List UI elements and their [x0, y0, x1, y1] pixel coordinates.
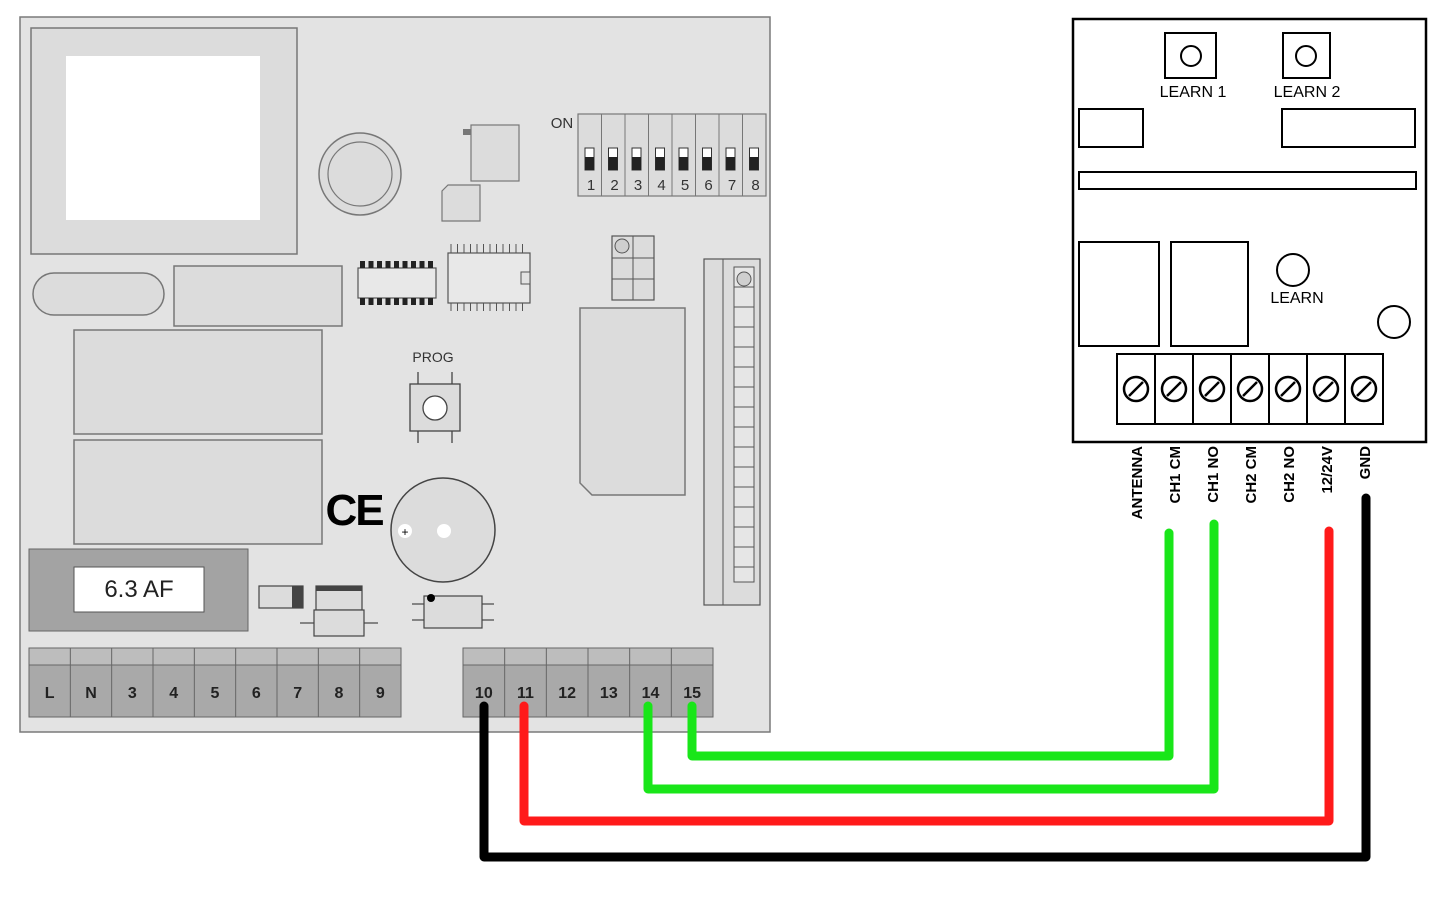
receiver-terminal-block — [1116, 353, 1384, 425]
receiver-led — [1377, 305, 1411, 339]
wire-ch1-cm — [687, 528, 1174, 761]
wire-gnd — [479, 493, 1371, 862]
dip-on-label: ON — [551, 115, 574, 132]
optocoupler — [412, 594, 494, 629]
terminal-label: 8 — [335, 685, 344, 702]
receiver-module: LEARN 1 LEARN 2 LEARN — [1071, 17, 1428, 444]
terminal-label: 12 — [558, 685, 576, 702]
learn2-button[interactable] — [1282, 32, 1331, 79]
fuse-holder: 6.3 AF — [28, 548, 249, 632]
learn-label: LEARN — [1270, 290, 1323, 307]
learn1-label: LEARN 1 — [1160, 84, 1227, 101]
learn2-label: LEARN 2 — [1274, 84, 1341, 101]
rect-component — [173, 265, 343, 327]
terminal-label: 14 — [642, 685, 660, 702]
receiver-terminal-label: CH2 CM — [1243, 446, 1260, 504]
terminal-label: 7 — [293, 685, 302, 702]
receiver-relay-2 — [1170, 241, 1249, 347]
terminal-label: 5 — [211, 685, 220, 702]
receiver-terminal-label: CH1 NO — [1205, 446, 1222, 503]
dip-number: 1 — [587, 177, 595, 194]
jumper-block — [611, 235, 655, 301]
dip-number: 7 — [728, 177, 736, 194]
receiver-relay-1 — [1078, 241, 1160, 347]
learn1-button[interactable] — [1164, 32, 1217, 79]
dip-number: 2 — [610, 177, 618, 194]
terminal-label: 6 — [252, 685, 261, 702]
terminal-label: 3 — [128, 685, 137, 702]
wire-ch1-no — [643, 519, 1219, 794]
diode-2 — [300, 585, 378, 637]
dip-number: 3 — [634, 177, 642, 194]
receiver-strip — [1078, 171, 1417, 190]
terminal-label: 4 — [169, 685, 178, 702]
dip-number: 5 — [681, 177, 689, 194]
relay-1 — [73, 329, 323, 435]
receiver-component-1 — [1078, 108, 1144, 148]
control-board: PROG CE + — [19, 16, 771, 733]
learn-button[interactable] — [1276, 253, 1310, 287]
diode-1 — [258, 585, 304, 609]
ce-mark: CE — [325, 486, 383, 535]
capacitor — [318, 132, 402, 216]
relay-2 — [73, 439, 323, 545]
buzzer: + — [390, 477, 496, 583]
terminal-label: 15 — [683, 685, 701, 702]
svg-text:+: + — [401, 525, 408, 539]
terminal-label: 9 — [376, 685, 385, 702]
receiver-terminal-label: GND — [1357, 446, 1374, 480]
ic-chip-2 — [447, 244, 531, 311]
prog-button[interactable] — [409, 372, 461, 443]
dip-number: 8 — [751, 177, 759, 194]
receiver-terminal-label: CH2 NO — [1281, 446, 1298, 503]
terminal-block-right: 10 11 12 13 14 15 — [462, 647, 714, 718]
module-slot — [579, 307, 686, 496]
terminal-label: L — [45, 685, 55, 702]
receiver-terminal-labels: ANTENNA CH1 CM CH1 NO CH2 CM CH2 NO 12/24V GND — [1129, 446, 1374, 520]
terminal-label: N — [85, 685, 97, 702]
receiver-component-2 — [1281, 108, 1416, 148]
fuse-label: 6.3 AF — [104, 576, 173, 603]
receiver-terminal-label: 12/24V — [1319, 446, 1336, 494]
terminal-label: 10 — [475, 685, 493, 702]
prog-label: PROG — [412, 349, 453, 365]
transformer — [30, 27, 298, 255]
small-component — [470, 124, 520, 182]
receiver-terminal-label: ANTENNA — [1129, 446, 1146, 519]
vertical-connector — [703, 258, 761, 606]
wire-power — [519, 526, 1334, 826]
wiring — [479, 493, 1371, 862]
ic-chip-1 — [357, 261, 437, 305]
receiver-terminal-label: CH1 CM — [1167, 446, 1184, 504]
oval-component — [32, 272, 165, 316]
terminal-label: 13 — [600, 685, 618, 702]
dip-number: 6 — [704, 177, 712, 194]
dip-number: 4 — [657, 177, 665, 194]
terminal-block-left: L N 3 4 5 6 7 8 9 — [28, 647, 402, 718]
terminal-label: 11 — [517, 685, 534, 702]
regulator — [441, 184, 481, 222]
